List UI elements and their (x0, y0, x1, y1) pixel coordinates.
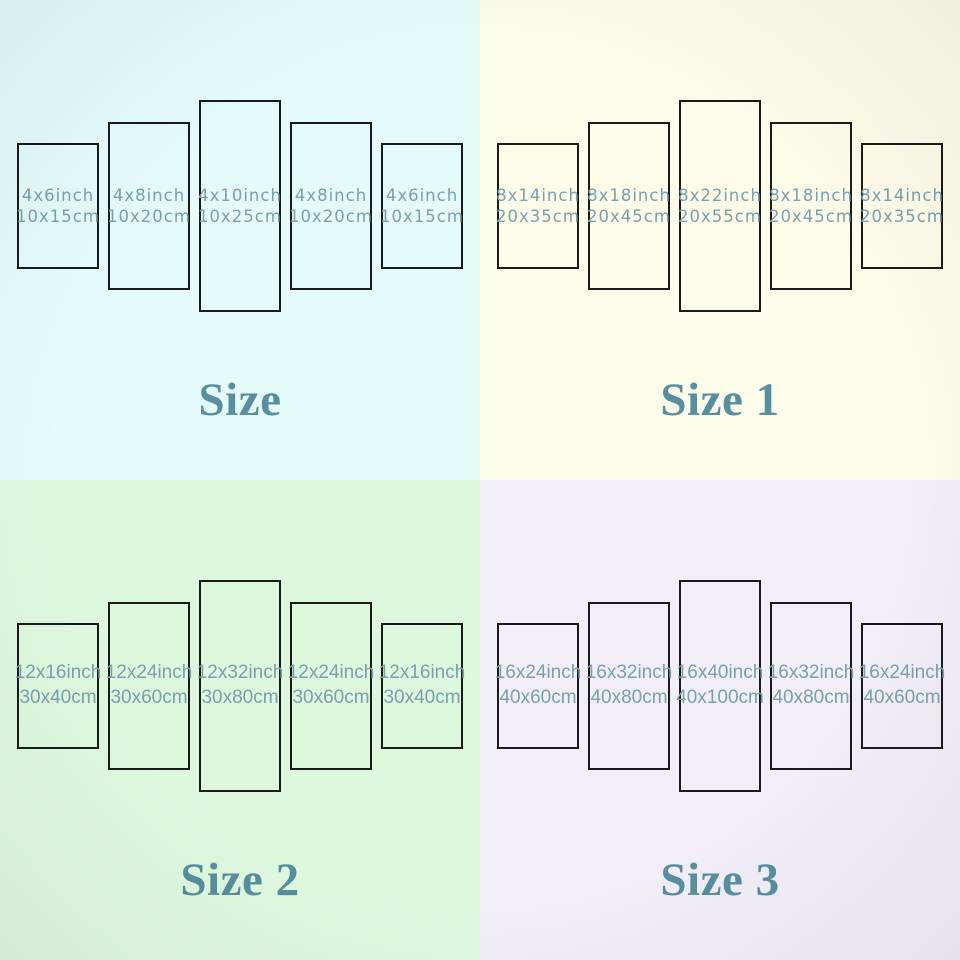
panel-size-cm: 40x60cm (499, 687, 577, 708)
panel-inner-right: 16x32inch 40x80cm (767, 602, 855, 770)
panel-size-cm: 20x55cm (678, 207, 762, 226)
panel-group: 16x24inch 40x60cm 16x32inch 40x80cm 16x4… (480, 480, 960, 892)
panel-size-cm: 30x40cm (19, 687, 97, 708)
panel-outer-left: 4x6inch 10x15cm (16, 143, 100, 269)
quadrant-size-3: 16x24inch 40x60cm 16x32inch 40x80cm 16x4… (480, 480, 960, 960)
panel-outer-right: 12x16inch 30x40cm (378, 623, 466, 749)
panel-outer-right: 8x14inch 20x35cm (860, 143, 944, 269)
panel-size-cm: 10x15cm (16, 207, 100, 226)
quadrant-title: Size 1 (660, 374, 780, 426)
panel-size-cm: 30x60cm (110, 687, 188, 708)
panel-size-inch: 4x8inch (112, 185, 186, 205)
panel-inner-right: 4x8inch 10x20cm (289, 122, 373, 290)
panel-center: 8x22inch 20x55cm (678, 100, 762, 312)
panel-size-cm: 40x60cm (863, 687, 941, 708)
panel-size-inch: 4x10inch (198, 185, 282, 205)
panel-inner-left: 16x32inch 40x80cm (585, 602, 673, 770)
panel-group: 8x14inch 20x35cm 8x18inch 20x45cm 8x22in… (480, 0, 960, 412)
panel-outer-left: 12x16inch 30x40cm (14, 623, 102, 749)
panel-inner-left: 8x18inch 20x45cm (587, 122, 671, 290)
panel-size-cm: 40x80cm (590, 687, 668, 708)
panel-outer-left: 16x24inch 40x60cm (494, 623, 582, 749)
panel-size-cm: 20x45cm (769, 207, 853, 226)
panel-size-inch: 16x24inch (858, 662, 946, 684)
panel-size-cm: 30x60cm (292, 687, 370, 708)
panel-size-cm: 20x45cm (587, 207, 671, 226)
panel-size-inch: 8x22inch (678, 185, 762, 205)
quadrant-title: Size 3 (660, 854, 780, 906)
quadrant-title: Size 2 (180, 854, 300, 906)
panel-size-inch: 12x16inch (378, 662, 466, 684)
panel-size-cm: 30x80cm (201, 687, 279, 708)
panel-center: 16x40inch 40x100cm (676, 580, 764, 792)
panel-size-inch: 16x32inch (585, 662, 673, 684)
panel-size-cm: 40x80cm (772, 687, 850, 708)
panel-size-inch: 4x8inch (294, 185, 368, 205)
panel-outer-right: 4x6inch 10x15cm (380, 143, 464, 269)
quadrant-size-2: 12x16inch 30x40cm 12x24inch 30x60cm 12x3… (0, 480, 480, 960)
panel-size-inch: 12x16inch (14, 662, 102, 684)
panel-outer-left: 8x14inch 20x35cm (496, 143, 580, 269)
panel-size-cm: 10x25cm (198, 207, 282, 226)
panel-size-inch: 4x6inch (385, 185, 459, 205)
panel-group: 4x6inch 10x15cm 4x8inch 10x20cm 4x10inch… (0, 0, 480, 412)
panel-size-cm: 40x100cm (676, 687, 764, 708)
panel-inner-right: 8x18inch 20x45cm (769, 122, 853, 290)
panel-size-cm: 30x40cm (383, 687, 461, 708)
panel-size-inch: 8x14inch (860, 185, 944, 205)
panel-inner-left: 4x8inch 10x20cm (107, 122, 191, 290)
panel-group: 12x16inch 30x40cm 12x24inch 30x60cm 12x3… (0, 480, 480, 892)
panel-size-cm: 20x35cm (496, 207, 580, 226)
panel-size-inch: 12x24inch (105, 662, 193, 684)
panel-size-inch: 8x18inch (587, 185, 671, 205)
panel-size-inch: 12x24inch (287, 662, 375, 684)
panel-size-inch: 16x24inch (494, 662, 582, 684)
panel-size-inch: 12x32inch (196, 662, 284, 684)
panel-center: 12x32inch 30x80cm (196, 580, 284, 792)
panel-size-inch: 4x6inch (21, 185, 95, 205)
panel-center: 4x10inch 10x25cm (198, 100, 282, 312)
quadrant-size: 4x6inch 10x15cm 4x8inch 10x20cm 4x10inch… (0, 0, 480, 480)
panel-size-inch: 8x14inch (496, 185, 580, 205)
panel-outer-right: 16x24inch 40x60cm (858, 623, 946, 749)
panel-inner-right: 12x24inch 30x60cm (287, 602, 375, 770)
panel-size-cm: 10x20cm (289, 207, 373, 226)
panel-size-cm: 10x15cm (380, 207, 464, 226)
quadrant-size-1: 8x14inch 20x35cm 8x18inch 20x45cm 8x22in… (480, 0, 960, 480)
panel-size-cm: 20x35cm (860, 207, 944, 226)
panel-size-inch: 16x32inch (767, 662, 855, 684)
panel-size-inch: 8x18inch (769, 185, 853, 205)
quadrant-title: Size (198, 374, 282, 426)
panel-size-cm: 10x20cm (107, 207, 191, 226)
panel-inner-left: 12x24inch 30x60cm (105, 602, 193, 770)
panel-size-inch: 16x40inch (676, 662, 764, 684)
